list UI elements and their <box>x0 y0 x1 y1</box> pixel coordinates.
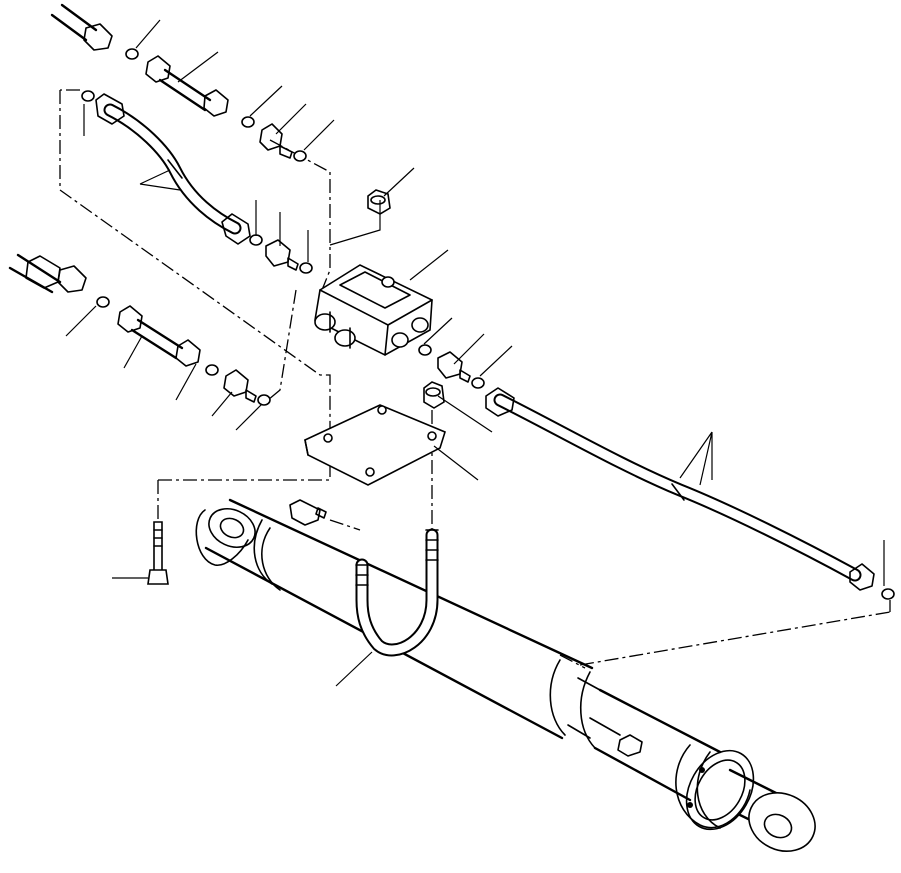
hydraulic-cylinder <box>195 498 816 852</box>
block-valve <box>314 264 433 356</box>
u-bolt <box>355 528 439 657</box>
bolt <box>147 521 169 585</box>
tube-upper <box>50 3 307 162</box>
mounting-plate <box>304 404 446 486</box>
tube-lower <box>8 253 271 406</box>
fittings-middle <box>249 234 313 274</box>
leader-lines <box>65 19 885 687</box>
hose-right <box>485 387 895 600</box>
reference-lines <box>59 89 891 669</box>
fittings-right <box>418 344 485 409</box>
hose-upper-left <box>81 90 251 245</box>
